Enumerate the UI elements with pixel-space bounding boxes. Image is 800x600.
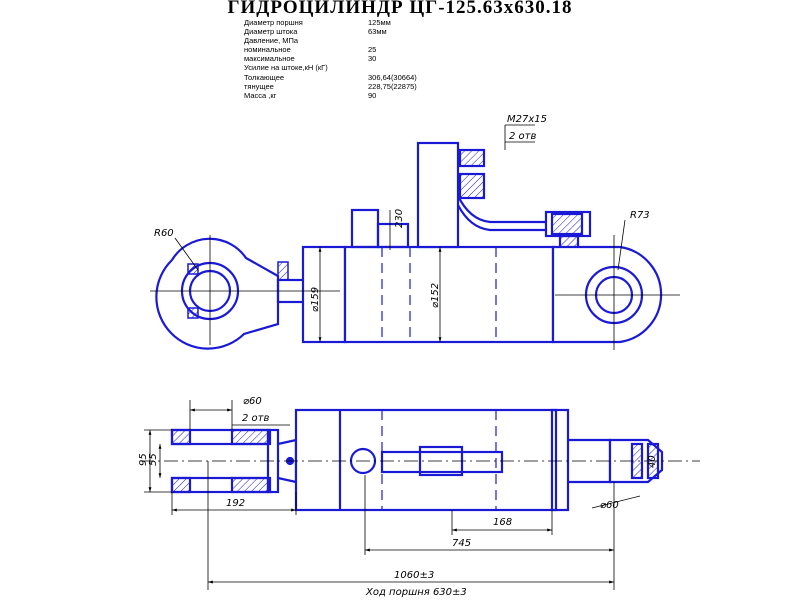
- spec-label: Усилие на штоке,кН (кГ): [244, 63, 328, 73]
- spec-label: Масса ,кг: [244, 90, 277, 100]
- width-40-label: 40: [647, 455, 658, 468]
- radius-right-label: R73: [630, 210, 650, 221]
- left-eye-lug: [155, 237, 289, 350]
- height-230-label: 230: [394, 209, 405, 228]
- width-95-label: 95: [138, 453, 149, 466]
- specifications-table: Диаметр поршня 125мм Диаметр штока 63мм Да…: [244, 18, 417, 100]
- spec-label: Толкающее: [244, 72, 285, 82]
- cylinder-body-section: [294, 408, 570, 512]
- spec-label: номинальное: [244, 45, 291, 55]
- spec-row: Давление, МПа: [244, 36, 404, 45]
- spec-value: 63мм: [368, 27, 387, 37]
- width-55-label: 55: [148, 453, 159, 466]
- spec-row: Усилие на штоке,кН (кГ): [244, 63, 404, 72]
- spec-label: Диаметр поршня: [244, 18, 303, 27]
- spec-value: 25: [368, 45, 377, 55]
- top-view-dimensions: [150, 124, 680, 350]
- dia-159-label: ⌀159: [310, 287, 321, 312]
- len-168-label: 168: [493, 517, 512, 528]
- spec-row: максимальное 30: [244, 54, 404, 63]
- pin-count-label: 2 отв: [242, 413, 269, 424]
- thread-count-label: 2 отв: [509, 131, 536, 142]
- right-eye-lug: [551, 245, 663, 344]
- top-view: [155, 141, 663, 350]
- dia-152-label: ⌀152: [430, 283, 441, 308]
- spec-value: 30: [368, 54, 377, 64]
- spec-label: Давление, МПа: [244, 36, 299, 46]
- cylinder-body: [301, 245, 555, 344]
- spec-label: максимальное: [244, 54, 295, 64]
- spec-row: Толкающее 306,64(30664): [244, 72, 417, 82]
- len-1060-label: 1060±3: [394, 570, 434, 581]
- spec-label: тянущее: [244, 81, 274, 91]
- len-745-label: 745: [452, 538, 471, 549]
- radius-left-label: R60: [154, 228, 174, 239]
- thread-label: M27x15: [507, 114, 547, 125]
- spec-value: 228,75(22875): [368, 81, 417, 91]
- spec-row: тянущее 228,75(22875): [244, 81, 417, 91]
- spec-row: Диаметр штока 63мм: [244, 27, 404, 36]
- spec-value: 90: [368, 90, 377, 100]
- spec-row: номинальное 25: [244, 45, 404, 54]
- spec-row: Диаметр поршня 125мм: [244, 18, 404, 27]
- len-192-label: 192: [226, 498, 245, 509]
- bottom-view-dimensions: [140, 400, 700, 590]
- pin-dia-right-label: ⌀60: [600, 500, 619, 511]
- spec-value: 125мм: [368, 18, 391, 27]
- port-block: [350, 141, 592, 252]
- left-fork: [170, 428, 298, 494]
- drawing-title: ГИДРОЦИЛИНДР ЦГ-125.63х630.18: [227, 0, 573, 18]
- bottom-view: [170, 408, 664, 512]
- pin-dia-left-label: ⌀60: [243, 396, 262, 407]
- spec-label: Диаметр штока: [244, 27, 298, 37]
- spec-value: 306,64(30664): [368, 72, 417, 82]
- stroke-label: Ход поршня 630±3: [365, 587, 467, 598]
- spec-row: Масса ,кг 90: [244, 91, 404, 100]
